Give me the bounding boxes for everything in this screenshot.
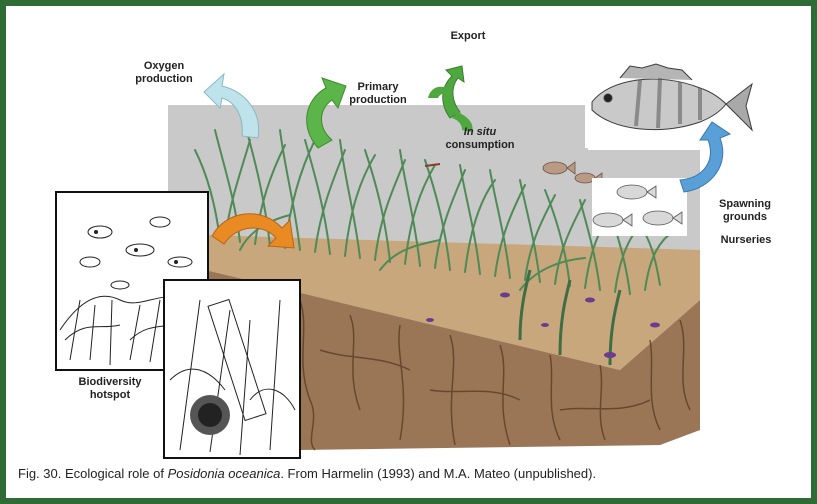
biodiversity-hotspot-label: Biodiversity hotspot [70, 376, 150, 402]
sea-urchin [190, 395, 230, 435]
caption-suffix: . From Harmelin (1993) and M.A. Mateo (u… [280, 466, 596, 481]
oxygen-label-line1: Oxygen [134, 60, 194, 73]
in-situ-label-line2: consumption [440, 139, 520, 152]
caption-prefix: Fig. 30. Ecological role of [18, 466, 168, 481]
oxygen-label-line2: production [134, 73, 194, 86]
biodiversity-label-line2: hotspot [70, 389, 150, 402]
in-situ-label-line1: In situ [440, 126, 520, 139]
spawning-grounds-label: Spawning grounds [710, 198, 780, 224]
spawning-label-line1: Spawning [710, 198, 780, 211]
biodiversity-inset-2 [164, 280, 300, 458]
nurseries-label: Nurseries [706, 234, 786, 247]
caption-species: Posidonia oceanica [168, 466, 281, 481]
primary-production-label: Primary production [338, 81, 418, 107]
figure-caption: Fig. 30. Ecological role of Posidonia oc… [18, 466, 808, 481]
biodiversity-label-line1: Biodiversity [70, 376, 150, 389]
oxygen-production-label: Oxygen production [134, 60, 194, 86]
spawning-label-line2: grounds [710, 211, 780, 224]
export-label: Export [438, 30, 498, 43]
primary-label-line2: production [338, 94, 418, 107]
primary-label-line1: Primary [338, 81, 418, 94]
in-situ-consumption-label: In situ consumption [440, 126, 520, 152]
